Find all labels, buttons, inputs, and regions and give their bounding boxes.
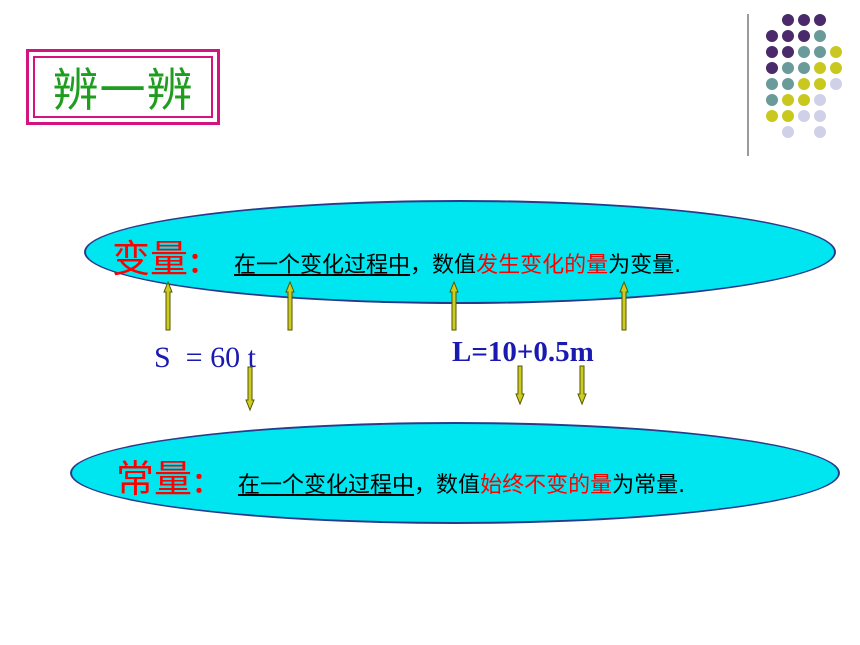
variable-colon: ： bbox=[188, 246, 217, 279]
decorative-dot bbox=[766, 30, 778, 42]
decorative-dot bbox=[814, 94, 826, 106]
constant-ellipse bbox=[70, 422, 840, 524]
variable-highlight: 发生变化的量 bbox=[476, 253, 609, 278]
decorative-dot bbox=[782, 62, 794, 74]
constant-part3: 为常量. bbox=[612, 473, 686, 498]
decorative-dot bbox=[798, 30, 810, 42]
decorative-dot bbox=[782, 94, 794, 106]
decorative-dot bbox=[766, 94, 778, 106]
formula-distance: S = 60 t bbox=[154, 341, 256, 374]
decorative-dot bbox=[798, 46, 810, 58]
decorative-dot bbox=[814, 62, 826, 74]
decorative-dot bbox=[782, 30, 794, 42]
decorative-dot bbox=[814, 110, 826, 122]
variable-definition: 变量 ： 在一个变化过程中 ，数值 发生变化的量 为变量. bbox=[112, 228, 681, 283]
down-arrow-3 bbox=[577, 365, 587, 406]
decorative-dot bbox=[814, 78, 826, 90]
decorative-dot bbox=[766, 78, 778, 90]
title-box: 辨一辨 bbox=[26, 49, 220, 125]
decorative-dot bbox=[766, 62, 778, 74]
title-inner-border bbox=[33, 56, 213, 118]
decorative-dot bbox=[798, 62, 810, 74]
decorative-dot bbox=[814, 14, 826, 26]
decorative-dot bbox=[766, 46, 778, 58]
decorative-dot bbox=[814, 126, 826, 138]
decorative-dot bbox=[830, 78, 842, 90]
decorative-dot bbox=[798, 110, 810, 122]
variable-part1: 在一个变化过程中 bbox=[234, 253, 411, 278]
decorative-dot bbox=[814, 30, 826, 42]
variable-ellipse bbox=[84, 200, 836, 304]
decorative-dot bbox=[782, 126, 794, 138]
decorative-divider bbox=[747, 14, 749, 156]
decorative-dot bbox=[798, 78, 810, 90]
constant-part2: ，数值 bbox=[414, 473, 481, 498]
decorative-dot-grid bbox=[766, 14, 842, 138]
decorative-dot bbox=[798, 14, 810, 26]
decorative-dot bbox=[782, 14, 794, 26]
constant-part1: 在一个变化过程中 bbox=[238, 473, 415, 498]
variable-term: 变量 bbox=[112, 237, 189, 281]
variable-part2: ，数值 bbox=[410, 253, 477, 278]
constant-definition: 常量 ： 在一个变化过程中 ，数值 始终不变的量 为常量. bbox=[116, 448, 685, 503]
formula-length: L=10+0.5m bbox=[452, 336, 594, 368]
up-arrow-1 bbox=[163, 280, 173, 331]
decorative-dot bbox=[782, 46, 794, 58]
decorative-dot bbox=[830, 62, 842, 74]
decorative-dot bbox=[830, 46, 842, 58]
page-title: 辨一辨 bbox=[52, 63, 194, 117]
decorative-dot bbox=[798, 94, 810, 106]
decorative-dot bbox=[782, 110, 794, 122]
constant-highlight: 始终不变的量 bbox=[480, 473, 613, 498]
decorative-dot bbox=[782, 78, 794, 90]
down-arrow-2 bbox=[515, 365, 525, 406]
decorative-dot bbox=[766, 110, 778, 122]
decorative-dot bbox=[814, 46, 826, 58]
variable-part3: 为变量. bbox=[608, 253, 682, 278]
constant-colon: ： bbox=[192, 466, 221, 499]
constant-term: 常量 bbox=[116, 457, 193, 501]
